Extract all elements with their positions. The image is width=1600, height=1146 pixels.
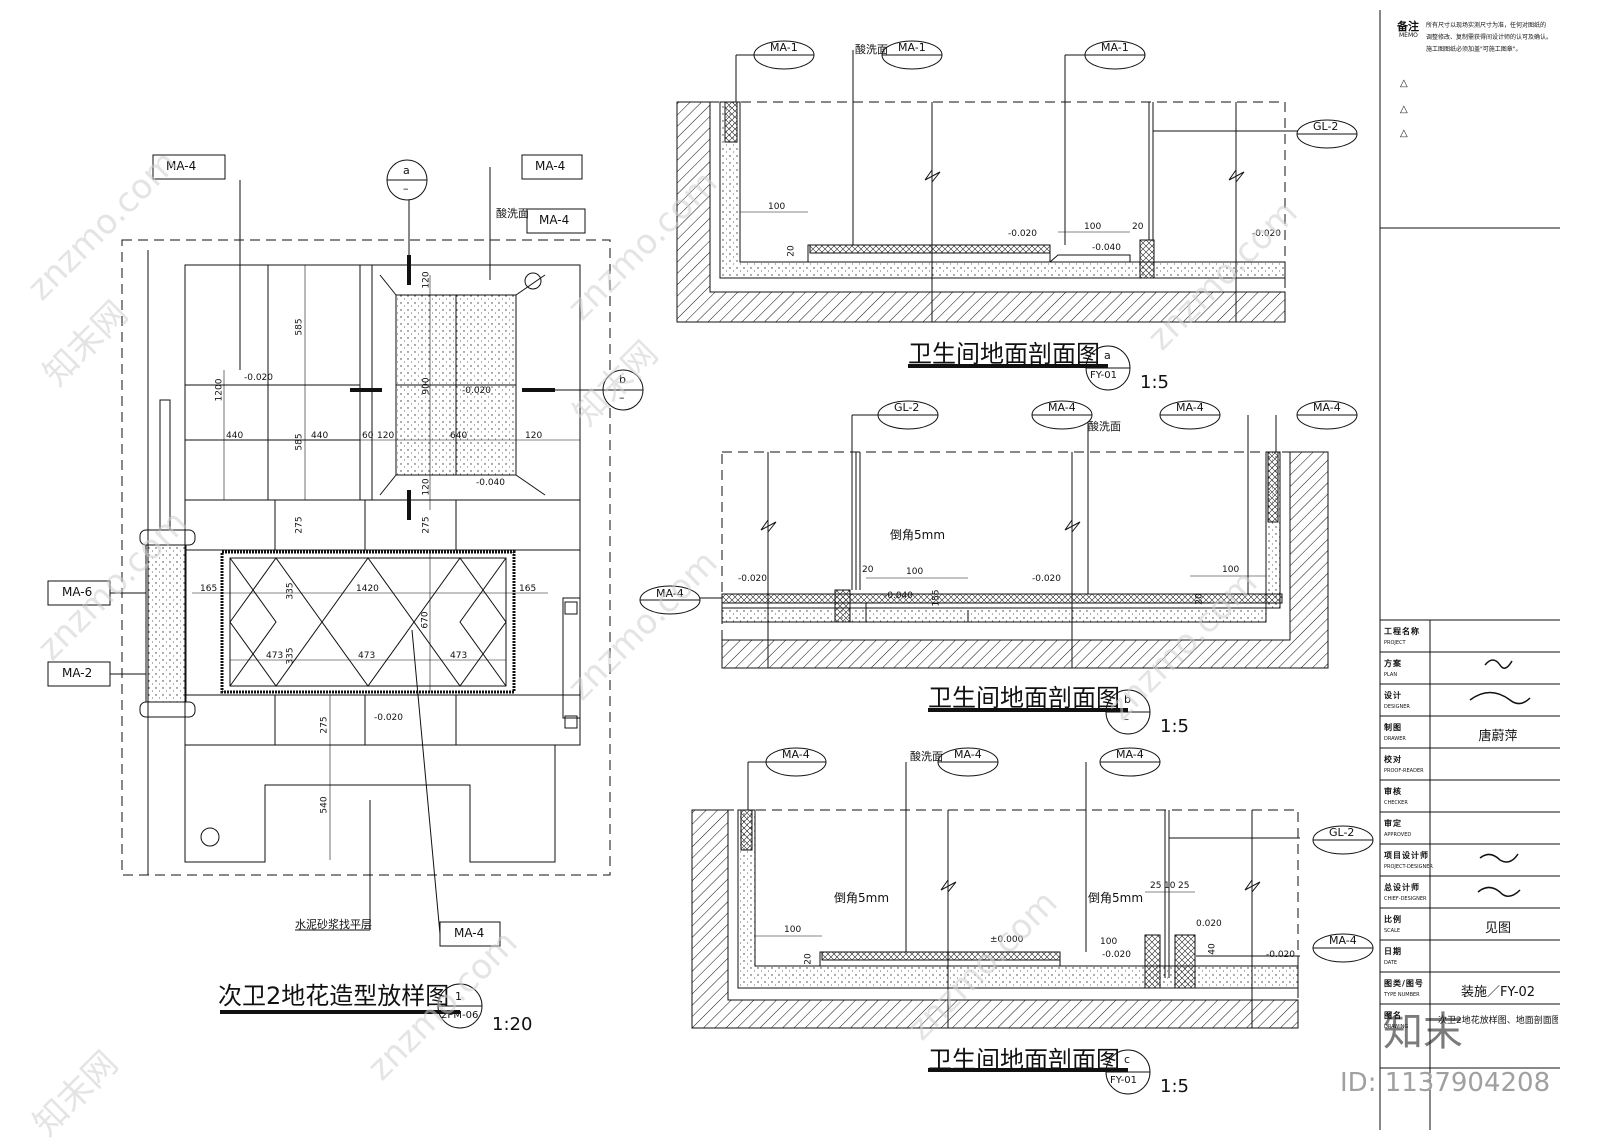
tag-box: [47, 580, 111, 606]
floor-plan: [110, 167, 611, 935]
plan-outer-dashed: [121, 239, 611, 876]
tag-box: [521, 154, 583, 180]
watermark-logo: 知末: [1383, 1009, 1463, 1055]
tag-box: [152, 154, 226, 180]
tag-box: [526, 208, 586, 234]
tag-box: [47, 661, 111, 687]
svg-text:△: △: [1400, 104, 1408, 115]
mosaic-field: [229, 557, 507, 687]
svg-text:△: △: [1400, 128, 1408, 139]
section-c: [691, 761, 1300, 1029]
watermark-layer: 知末: [1383, 1009, 1463, 1055]
section-b: [700, 414, 1329, 669]
title-block: △ △ △: [1379, 10, 1560, 1130]
mosaic-border: [220, 550, 516, 694]
section-a: [676, 50, 1300, 323]
plan-room-boundary: [184, 264, 581, 863]
floor-drain: [200, 827, 220, 847]
tag-box: [439, 921, 501, 947]
side-stone-column: [145, 544, 187, 703]
svg-text:△: △: [1400, 78, 1408, 89]
